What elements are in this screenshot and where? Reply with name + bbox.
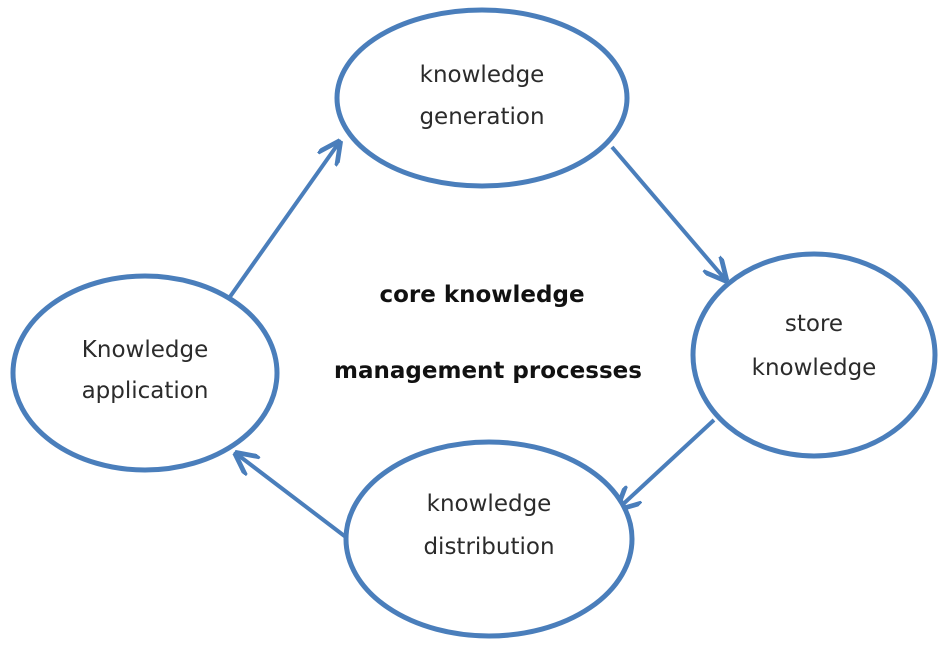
node-knowledge-distribution bbox=[343, 439, 635, 639]
node-store-knowledge bbox=[690, 251, 938, 459]
node-knowledge-application-label-line2: application bbox=[82, 378, 209, 404]
node-store-knowledge-label-line1: store bbox=[785, 311, 843, 337]
arrow-generation-to-store bbox=[610, 145, 724, 278]
node-knowledge-generation-label-line2: generation bbox=[419, 104, 544, 130]
node-store-knowledge-label-line2: knowledge bbox=[752, 355, 877, 381]
node-knowledge-generation bbox=[334, 7, 630, 189]
arrow-application-to-generation bbox=[225, 144, 338, 303]
arrow-distribution-to-application bbox=[238, 455, 353, 543]
arrow-store-to-distribution bbox=[620, 418, 716, 507]
node-knowledge-distribution-label-line1: knowledge bbox=[427, 491, 552, 517]
center-title-line1: core knowledge bbox=[379, 282, 584, 308]
node-knowledge-generation-label-line1: knowledge bbox=[420, 62, 545, 88]
node-knowledge-application bbox=[10, 273, 280, 473]
center-title-line2: management processes bbox=[334, 358, 642, 384]
node-knowledge-distribution-label-line2: distribution bbox=[423, 534, 554, 560]
node-knowledge-application-label-line1: Knowledge bbox=[82, 337, 208, 363]
